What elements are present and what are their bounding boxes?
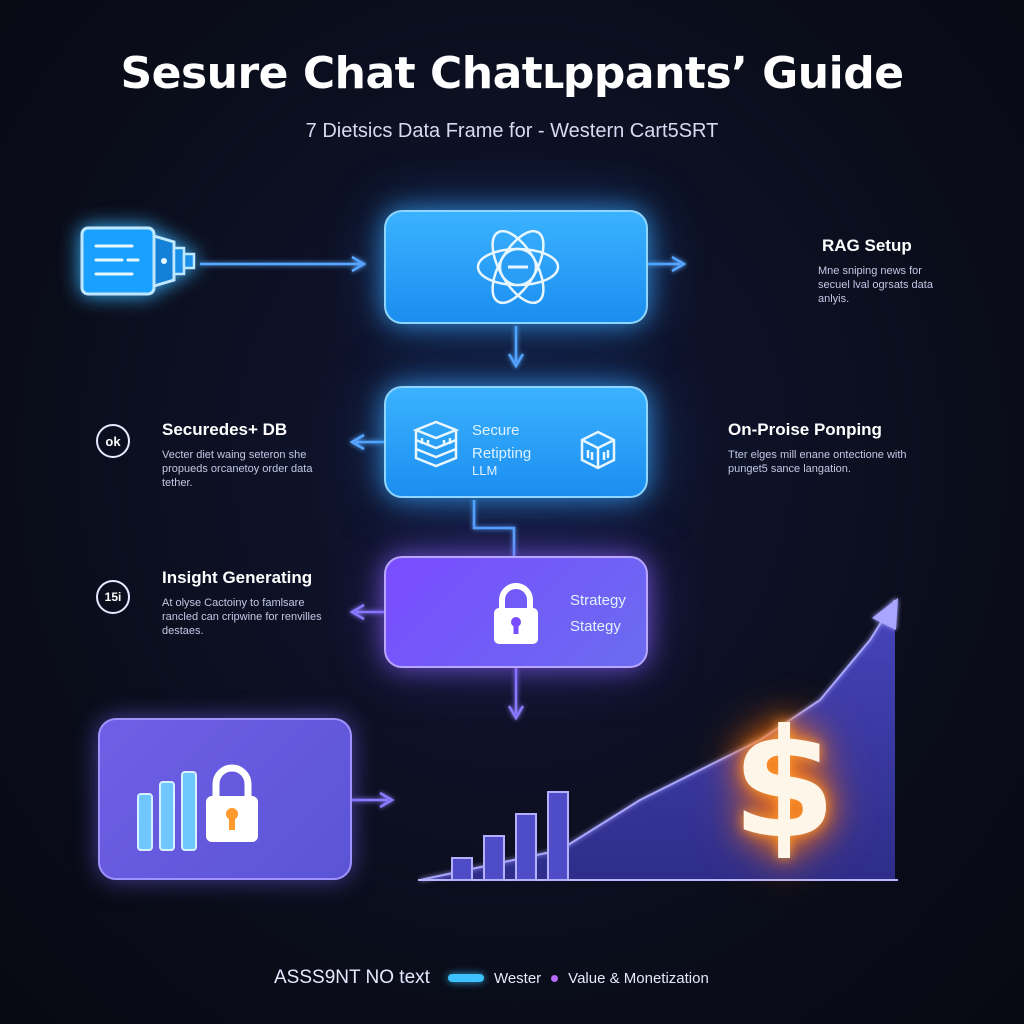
insight-title: Insight Generating xyxy=(162,568,313,587)
chart-bars xyxy=(451,791,569,881)
rag-setup-desc-3: anlyis. xyxy=(818,293,850,305)
insight-desc-3: destaes. xyxy=(162,625,204,637)
legend-blue-swatch xyxy=(447,974,484,982)
dollar-sign-icon: $ xyxy=(731,698,837,872)
strategy-line1: Strategy xyxy=(570,592,626,609)
on-prem-desc-1: Tter elges mill enane ontectione with xyxy=(728,449,907,461)
rag-setup-title: RAG Setup xyxy=(822,236,912,255)
on-prem-title: On-Proise Ponping xyxy=(728,420,882,439)
legend-item-2: Value & Monetization xyxy=(568,969,709,987)
atom-icon xyxy=(476,229,560,305)
footer-legend: ASSS9NT NO text Wester Value & Monetizat… xyxy=(274,964,709,992)
chart-bar-1 xyxy=(451,857,473,881)
lock-icon xyxy=(494,583,538,644)
secure-db-desc-3: tether. xyxy=(162,477,193,489)
secure-llm-line3: LLM xyxy=(472,463,498,478)
insight-desc-1: At olyse Cactoiny to famlsare xyxy=(162,597,305,609)
server-stack-icon xyxy=(412,420,460,468)
growth-line xyxy=(419,599,896,881)
rag-setup-desc-1: Mne sniping news for xyxy=(818,265,922,277)
llm-node[interactable] xyxy=(384,210,648,324)
growth-arrow-head xyxy=(872,598,898,630)
chart-bar-2 xyxy=(483,835,505,881)
insight-badge-icon: 15i xyxy=(96,580,130,614)
chart-bar-3 xyxy=(515,813,537,881)
growth-area xyxy=(420,600,895,880)
legend-item-1: Wester xyxy=(493,969,542,987)
secure-db-desc-2: propueds orcanetoy order data xyxy=(162,463,313,475)
on-prem-desc-2: punget5 sance langation. xyxy=(728,463,851,475)
ok-badge-icon: ok xyxy=(96,424,130,458)
secure-llm-node[interactable]: Secure Retipting LLM xyxy=(384,386,648,498)
connector-secure-to-strategy xyxy=(472,500,516,556)
bar-lock-icon xyxy=(137,764,258,851)
chart-bar-4 xyxy=(547,791,569,881)
page-subtitle: 7 Dietsics Data Frame for - Western Cart… xyxy=(305,120,719,142)
monetization-node[interactable] xyxy=(98,718,352,880)
secure-db-desc-1: Vecter diet waing seteron she xyxy=(162,449,307,461)
legend-purple-swatch xyxy=(551,974,559,982)
strategy-node[interactable]: Strategy Stategy xyxy=(384,556,648,668)
footer-label: ASSS9NT NO text xyxy=(274,967,430,988)
insight-desc-2: rancled can cripwine for renvilles xyxy=(162,611,322,623)
rag-setup-desc-2: secuel lval ogrsats data xyxy=(818,279,933,291)
secure-llm-line1: Secure xyxy=(472,422,520,439)
secure-db-title: Securedes+ DB xyxy=(162,420,288,439)
cube-icon xyxy=(580,430,616,470)
secure-llm-line2: Retipting xyxy=(472,445,532,462)
strategy-line2: Stategy xyxy=(570,618,621,635)
page-title: Sesure Chat Chatւppants’ Guide xyxy=(120,48,904,99)
data-source-icon xyxy=(78,222,208,304)
